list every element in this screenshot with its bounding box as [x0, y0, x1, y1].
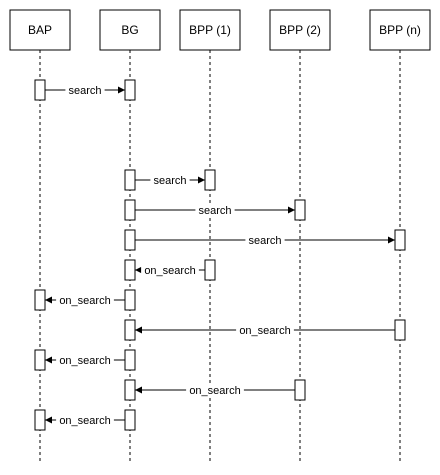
activation-bg [124, 199, 136, 221]
participant-box[interactable] [179, 9, 241, 51]
arrowhead-icon [45, 416, 52, 424]
activation-bpp2 [294, 199, 306, 221]
participant-box[interactable] [369, 9, 431, 51]
activation-bppn [394, 229, 406, 251]
message-label-bg [245, 233, 285, 246]
activation-bppn [394, 319, 406, 341]
arrowhead-icon [45, 356, 52, 364]
participant-label: BG [121, 23, 138, 37]
message-3: search [124, 199, 306, 221]
message-label-bg [236, 323, 294, 336]
participant-label: BAP [28, 23, 52, 37]
participant-box[interactable] [269, 9, 331, 51]
activation-bg [124, 169, 136, 191]
activation-bg [124, 229, 136, 251]
message-label: on_search [239, 325, 290, 337]
participant-bap[interactable]: BAP [9, 9, 71, 51]
message-label-bg [65, 83, 105, 96]
activation-bg [124, 319, 136, 341]
arrowhead-icon [198, 176, 205, 184]
message-1: search [34, 79, 136, 101]
participant-bpp2[interactable]: BPP (2) [269, 9, 331, 51]
activation-bpp2 [294, 379, 306, 401]
message-6: on_search [34, 289, 136, 311]
activation-bpp1 [204, 259, 216, 281]
participant-label: BPP (n) [379, 23, 421, 37]
message-5: on_search [124, 259, 216, 281]
message-label-bg [56, 413, 114, 426]
message-label: search [153, 175, 186, 187]
message-4: search [124, 229, 406, 251]
arrowhead-icon [388, 236, 395, 244]
activation-bap [34, 289, 46, 311]
message-label: on_search [189, 385, 240, 397]
arrowhead-icon [135, 386, 142, 394]
message-label: on_search [59, 295, 110, 307]
message-label-bg [150, 173, 190, 186]
message-label: on_search [59, 355, 110, 367]
arrowhead-icon [118, 86, 125, 94]
message-label-bg [186, 383, 244, 396]
participant-bpp1[interactable]: BPP (1) [179, 9, 241, 51]
activation-bg [124, 349, 136, 371]
message-2: search [124, 169, 216, 191]
participants: BAP BG BPP (1) BPP (2) BPP (n) [9, 9, 431, 51]
arrowhead-icon [45, 296, 52, 304]
message-label: on_search [59, 415, 110, 427]
activation-bg [124, 289, 136, 311]
message-10: on_search [34, 409, 136, 431]
activation-bpp1 [204, 169, 216, 191]
message-7: on_search [124, 319, 406, 341]
activation-bap [34, 409, 46, 431]
activation-bg [124, 79, 136, 101]
activation-bg [124, 409, 136, 431]
message-label-bg [141, 263, 199, 276]
participant-box[interactable] [9, 9, 71, 51]
activation-bg [124, 259, 136, 281]
activation-bap [34, 349, 46, 371]
message-label-bg [56, 293, 114, 306]
participant-label: BPP (1) [189, 23, 231, 37]
arrowhead-icon [135, 266, 142, 274]
participant-box[interactable] [99, 9, 161, 51]
activation-bap [34, 79, 46, 101]
message-label-bg [195, 203, 235, 216]
message-label: search [68, 85, 101, 97]
messages: search search search search on_search on_sear… [34, 79, 406, 431]
message-label: on_search [144, 265, 195, 277]
message-label: search [198, 205, 231, 217]
message-label-bg [56, 353, 114, 366]
activation-bg [124, 379, 136, 401]
message-label: search [248, 235, 281, 247]
message-9: on_search [124, 379, 306, 401]
participant-label: BPP (2) [279, 23, 321, 37]
participant-bppn[interactable]: BPP (n) [369, 9, 431, 51]
arrowhead-icon [135, 326, 142, 334]
message-8: on_search [34, 349, 136, 371]
participant-bg[interactable]: BG [99, 9, 161, 51]
lifelines [39, 50, 401, 462]
arrowhead-icon [288, 206, 295, 214]
